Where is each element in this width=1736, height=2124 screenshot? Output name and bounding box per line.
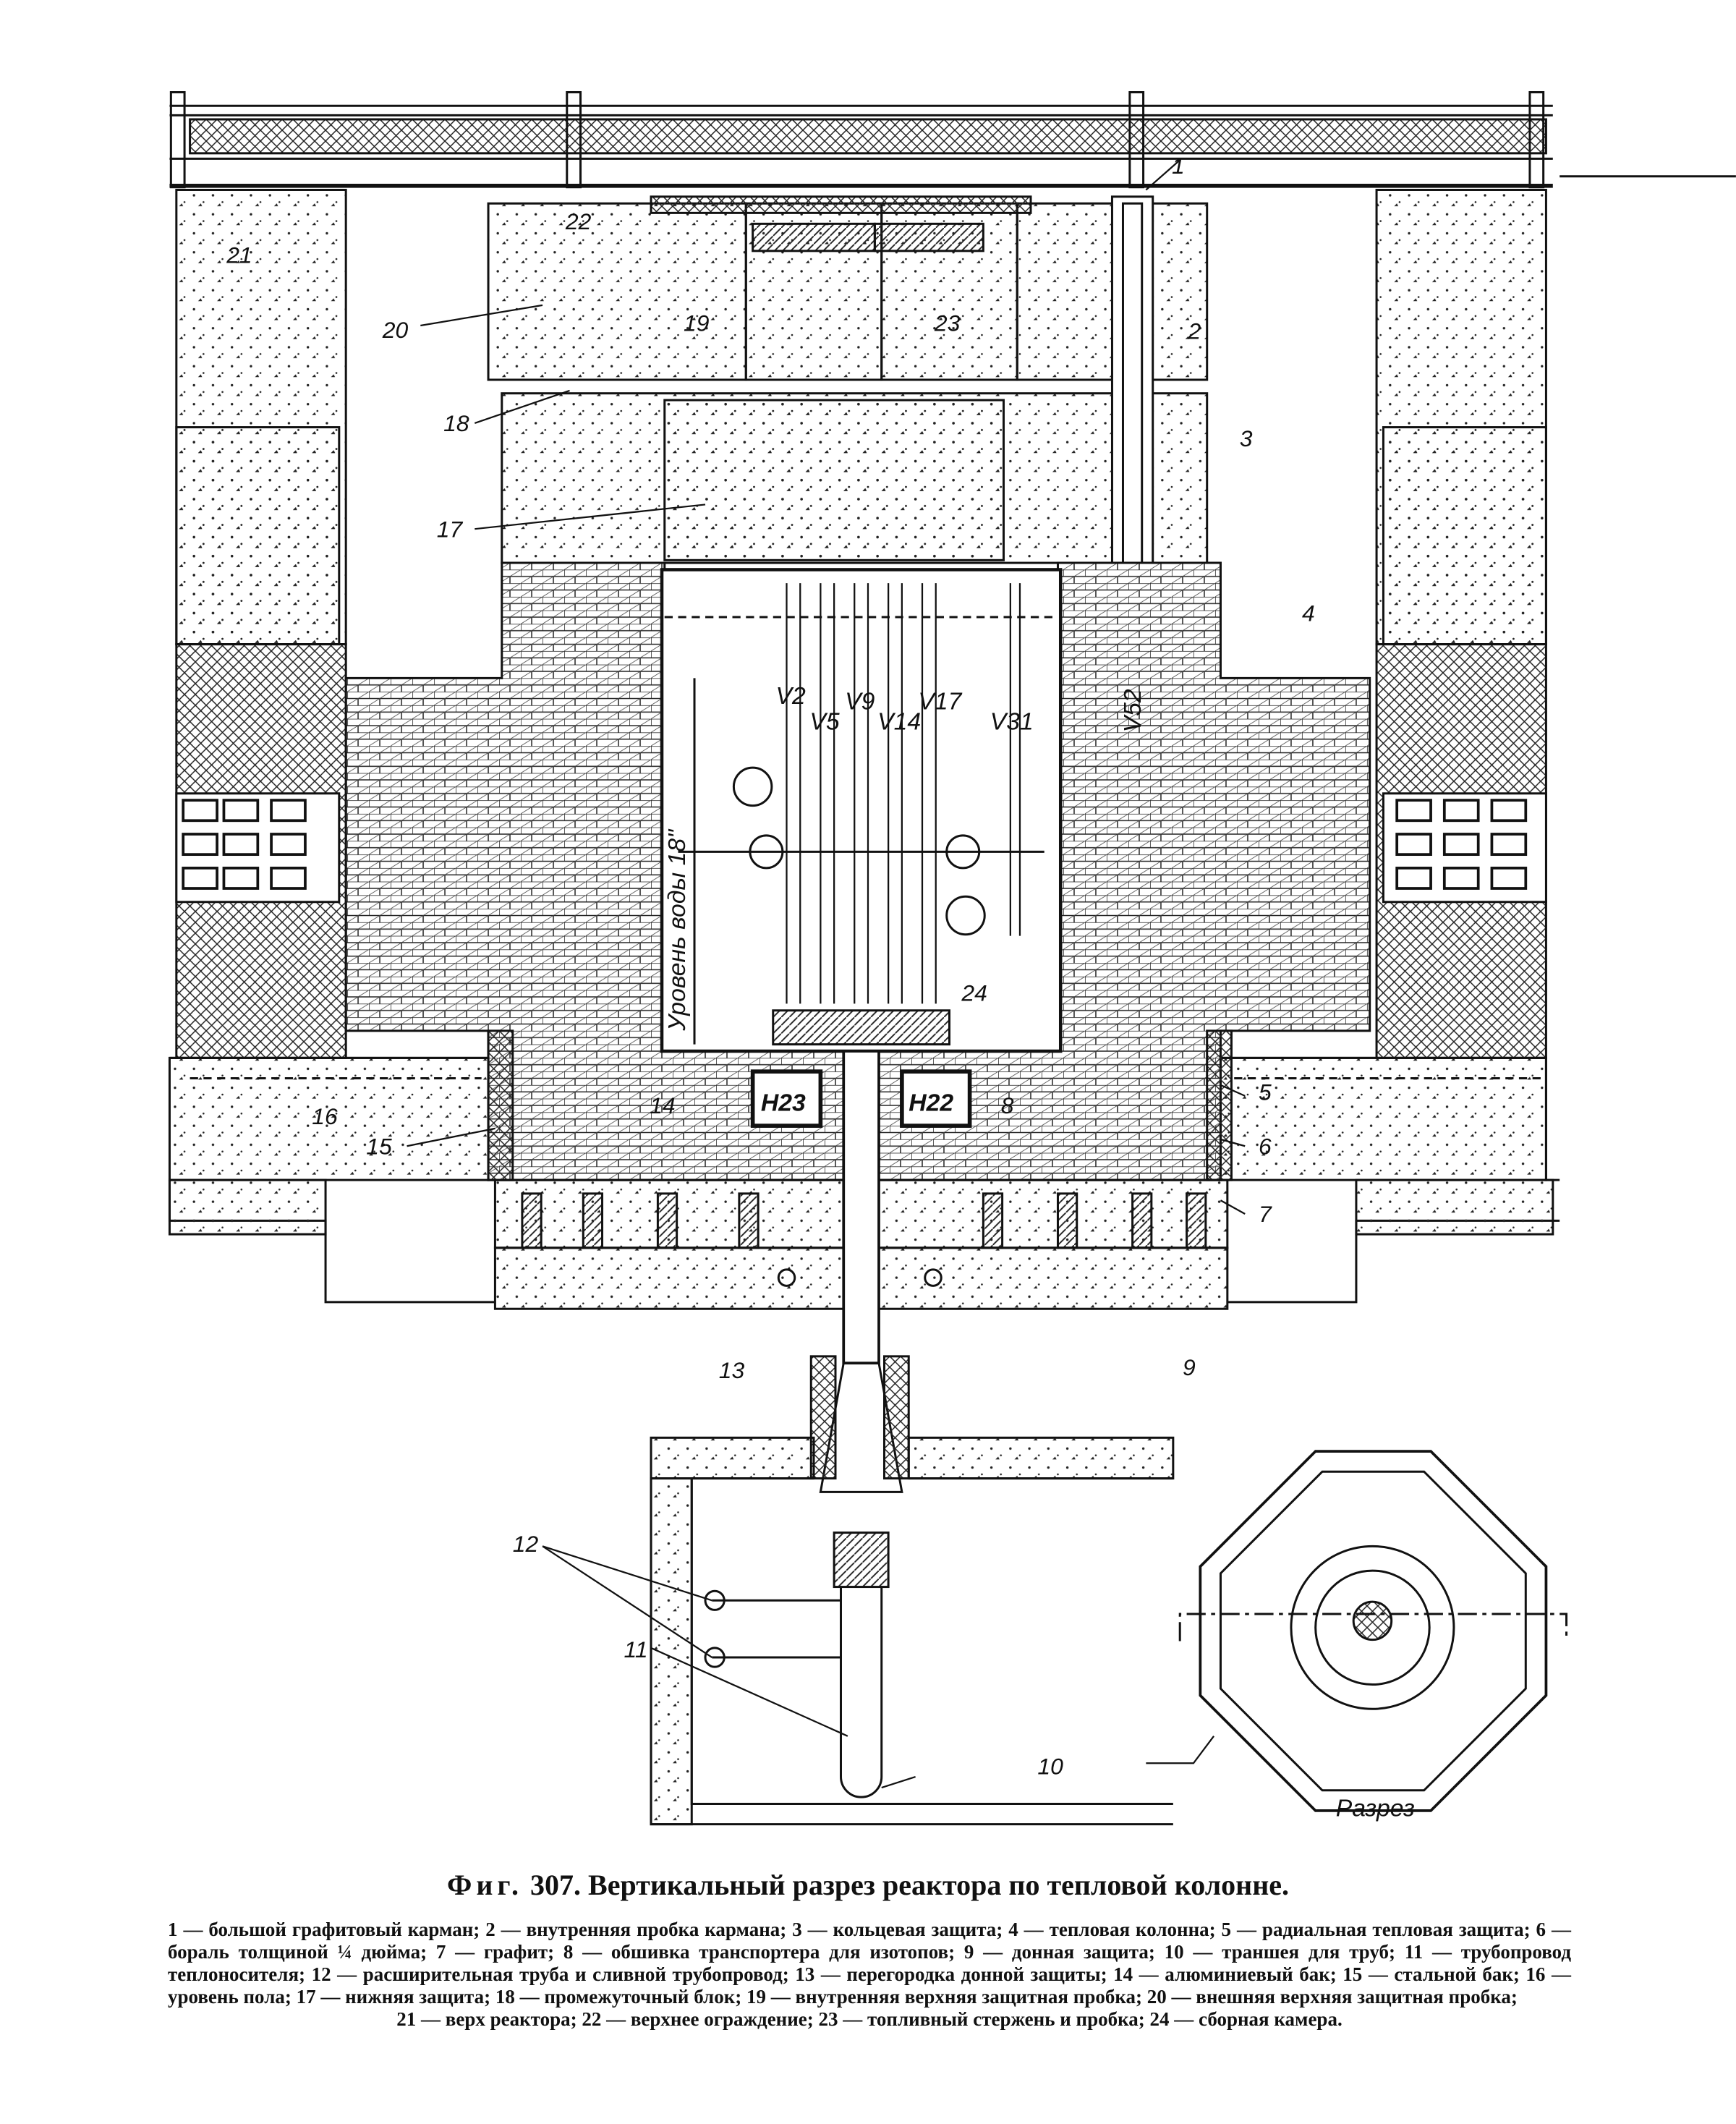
callout-24: 24 <box>961 980 987 1006</box>
callout-9: 9 <box>1183 1354 1196 1380</box>
callout-20: 20 <box>382 317 409 343</box>
legend-text: 1 — большой графитовый карман; 2 — внутр… <box>168 1919 1571 2008</box>
figure-legend: 1 — большой графитовый карман; 2 — внутр… <box>168 1919 1571 2031</box>
callout-6: 6 <box>1259 1133 1272 1159</box>
section-inset <box>1178 1450 1568 1812</box>
callout-8: 8 <box>1001 1092 1014 1118</box>
callout-12: 12 <box>513 1531 539 1557</box>
water-level-label: Уровень воды 18" <box>663 828 691 1032</box>
section-label: Разрез <box>1336 1794 1415 1822</box>
callout-11: 11 <box>624 1636 648 1662</box>
callout-7: 7 <box>1259 1201 1272 1227</box>
callout-13: 13 <box>719 1357 745 1383</box>
callout-16: 16 <box>312 1103 338 1129</box>
callout-17: 17 <box>437 516 464 542</box>
figure-title: Вертикальный разрез реактора по тепловой… <box>588 1869 1290 1901</box>
callout-4: 4 <box>1302 600 1315 626</box>
channel-v9: V9 <box>845 688 875 715</box>
legend-text-last: 21 — верх реактора; 22 — верхнее огражде… <box>396 2008 1343 2030</box>
callout-2: 2 <box>1187 318 1201 344</box>
callout-23: 23 <box>934 310 961 336</box>
callout-labels: 1 2 3 4 5 6 7 8 9 10 11 12 13 14 15 16 1… <box>226 153 1314 1779</box>
callout-15: 15 <box>366 1133 392 1159</box>
figure-number: 307. <box>530 1869 582 1901</box>
channel-labels: V2 V5 V9 V14 V17 V31 V52 H23 H22 Уровень… <box>663 682 1415 1822</box>
channel-h22: H22 <box>909 1089 953 1116</box>
callout-21: 21 <box>226 242 252 268</box>
channel-v52: V52 <box>1119 689 1146 732</box>
figure-number-prefix: Фиг. <box>446 1869 524 1901</box>
callout-1: 1 <box>1172 153 1185 179</box>
callout-5: 5 <box>1259 1079 1272 1105</box>
channel-v17: V17 <box>918 688 962 715</box>
callout-3: 3 <box>1240 425 1253 451</box>
channel-v2: V2 <box>776 682 807 710</box>
channel-h23: H23 <box>761 1089 806 1116</box>
channel-v5: V5 <box>809 708 840 736</box>
callout-19: 19 <box>684 310 710 336</box>
top-railing <box>169 90 1736 189</box>
figure-caption: Фиг. 307. Вертикальный разрез реактора п… <box>0 1868 1736 1902</box>
callout-14: 14 <box>650 1092 675 1118</box>
callout-22: 22 <box>565 208 592 234</box>
channel-v14: V14 <box>877 708 921 736</box>
channel-v31: V31 <box>990 708 1034 736</box>
callout-18: 18 <box>443 410 469 436</box>
callout-10: 10 <box>1037 1753 1063 1779</box>
